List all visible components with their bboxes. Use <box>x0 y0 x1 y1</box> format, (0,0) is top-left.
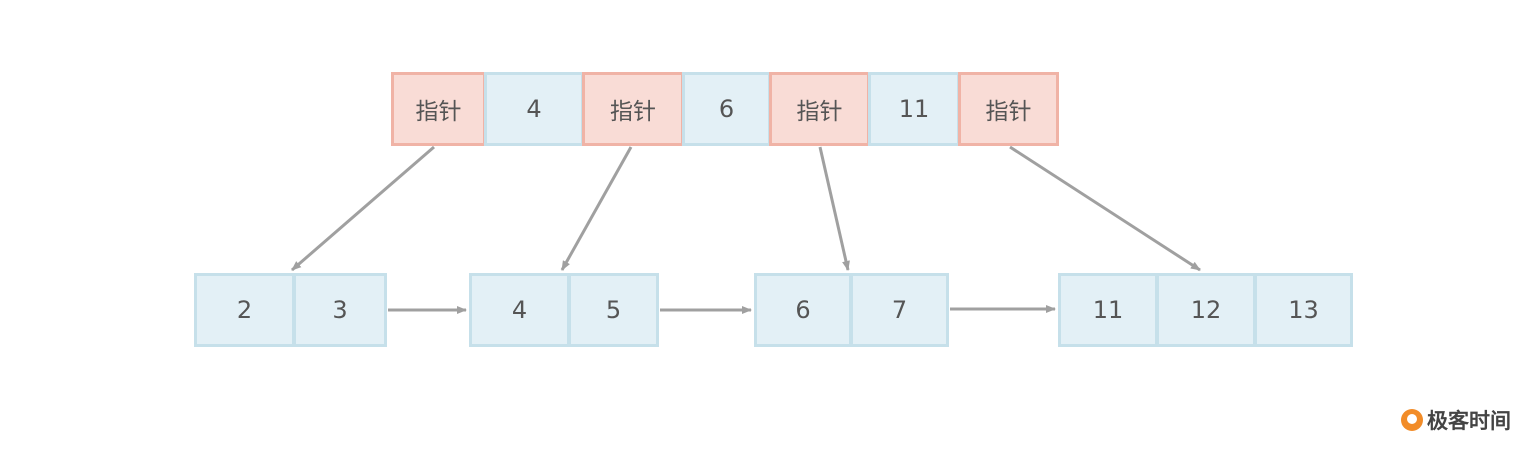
key-label: 11 <box>898 95 930 123</box>
leaf-key-cell: 3 <box>293 273 387 347</box>
pointer-arrow-1 <box>291 145 435 272</box>
key-label: 13 <box>1288 296 1319 324</box>
root-pointer-cell: 指针 <box>958 72 1059 146</box>
root-pointer-cell: 指针 <box>391 72 486 146</box>
watermark-text: 极客时间 <box>1427 409 1511 433</box>
root-key-cell: 6 <box>682 72 771 146</box>
root-pointer-cell: 指针 <box>582 72 684 146</box>
key-label: 3 <box>332 296 348 324</box>
leaf-key-cell: 13 <box>1254 273 1353 347</box>
key-label: 6 <box>795 296 811 324</box>
leaf-key-cell: 12 <box>1156 273 1256 347</box>
key-label: 11 <box>1092 296 1124 324</box>
pointer-label: 指针 <box>415 99 462 125</box>
key-label: 6 <box>718 95 735 123</box>
key-label: 4 <box>511 296 528 324</box>
root-key-cell: 4 <box>484 72 584 146</box>
leaf-key-cell: 2 <box>194 273 295 347</box>
pointer-label: 指针 <box>610 99 656 125</box>
leaf-key-cell: 11 <box>1058 273 1158 347</box>
leaf-key-cell: 4 <box>469 273 570 347</box>
key-label: 5 <box>605 296 622 324</box>
watermark: 极客时间 <box>1401 405 1511 435</box>
key-label: 12 <box>1190 296 1222 324</box>
geektime-logo-icon <box>1401 409 1423 431</box>
pointer-arrow-3 <box>818 146 850 271</box>
key-label: 2 <box>236 296 253 324</box>
pointer-label: 指针 <box>796 99 843 125</box>
pointer-label: 指针 <box>985 99 1032 125</box>
leaf-key-cell: 7 <box>850 273 949 347</box>
leaf-key-cell: 5 <box>568 273 659 347</box>
pointer-arrow-2 <box>560 146 633 271</box>
root-key-cell: 11 <box>868 72 960 146</box>
key-label: 7 <box>891 296 908 324</box>
leaf-key-cell: 6 <box>754 273 852 347</box>
root-pointer-cell: 指针 <box>769 72 870 146</box>
key-label: 4 <box>526 95 542 123</box>
pointer-arrow-4 <box>1009 145 1201 272</box>
